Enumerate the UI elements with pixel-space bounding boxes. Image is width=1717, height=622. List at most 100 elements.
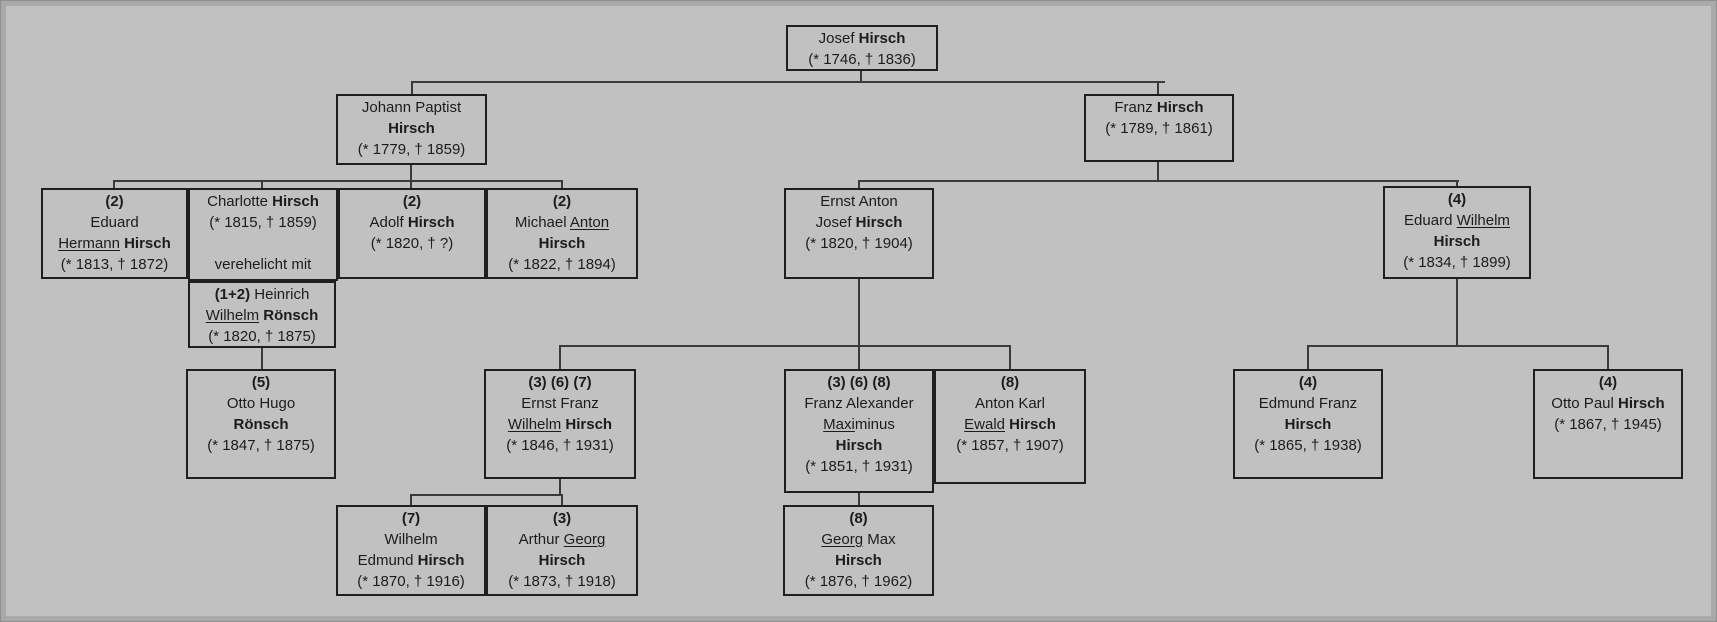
person-text-line: (* 1813, † 1872) xyxy=(60,256,169,273)
person-text-line: Hirsch xyxy=(835,437,883,454)
person-text-line xyxy=(190,233,336,254)
person-text-line: Edmund Hirsch xyxy=(357,552,465,569)
connector-drop-arthur-georg xyxy=(561,494,563,505)
person-text-line: (* 1857, † 1907) xyxy=(956,437,1064,454)
person-text-line: (5) xyxy=(251,374,271,391)
connector-eduard-wilhelm-stem xyxy=(1456,279,1458,345)
person-text-line: (1+2) Heinrich xyxy=(214,286,310,303)
person-text-line: Maximinus xyxy=(823,416,895,433)
person-text-line: (* 1820, † 1904) xyxy=(805,235,913,252)
connector-efw-children-bar xyxy=(410,494,563,496)
person-text-line: (* 1789, † 1861) xyxy=(1105,120,1213,137)
connector-drop-adolf xyxy=(410,180,412,188)
connector-drop-anton-karl xyxy=(1009,345,1011,369)
person-text-line: (* 1846, † 1931) xyxy=(506,437,614,454)
person-text-line: Eduard xyxy=(90,214,139,231)
person-text-line: Edmund Franz xyxy=(1258,395,1358,412)
person-text-line: Ewald Hirsch xyxy=(964,416,1056,433)
person-text-line: Ernst Anton xyxy=(820,193,898,210)
person-text-line: (* 1834, † 1899) xyxy=(1403,254,1511,271)
person-text-line: Hirsch xyxy=(388,120,435,137)
connector-josef-stem xyxy=(860,71,862,81)
connector-drop-edmund-franz xyxy=(1307,345,1309,369)
person-text-line: Johann Paptist xyxy=(361,99,462,116)
connector-drop-wilhelm-edmund xyxy=(410,494,412,505)
person-text-line: Otto Paul Hirsch xyxy=(1551,395,1665,412)
person-box-adolf-hirsch: (2) Adolf Hirsch (* 1820, † ?) xyxy=(338,188,486,279)
person-text-line: (* 1851, † 1931) xyxy=(805,458,913,475)
person-text-line: Hirsch xyxy=(538,552,586,569)
person-text-line: (* 1820, † 1875) xyxy=(208,328,316,345)
person-text-line: (* 1779, † 1859) xyxy=(357,141,466,158)
person-text-line: (* 1870, † 1916) xyxy=(357,573,465,590)
person-text-line: (* 1746, † 1836) xyxy=(808,51,916,68)
person-text-line: Georg Max xyxy=(821,531,896,548)
person-text-line: (3) xyxy=(552,510,572,527)
person-box-franz-hirsch: Franz Hirsch (* 1789, † 1861) xyxy=(1084,94,1234,162)
person-text-line: (2) xyxy=(552,193,572,210)
person-text-line: Arthur Georg xyxy=(518,531,606,548)
connector-drop-franz-alexander xyxy=(858,345,860,369)
person-box-charlotte-hirsch: Charlotte Hirsch (* 1815, † 1859) verehel… xyxy=(188,188,338,281)
person-text-line: (* 1847, † 1875) xyxy=(207,437,315,454)
person-text-line: Wilhelm Rönsch xyxy=(205,307,319,324)
connector-eduard-wilhelm-children-bar xyxy=(1307,345,1609,347)
person-text-line: (3) (6) (7) xyxy=(528,374,592,391)
connector-drop-michael-anton xyxy=(561,180,563,188)
person-text-line: Franz Hirsch xyxy=(1114,99,1204,116)
person-text-line: (* 1865, † 1938) xyxy=(1254,437,1362,454)
person-text-line: Wilhelm xyxy=(384,531,438,548)
person-text-line: (7) xyxy=(401,510,421,527)
connector-franz-children-bar xyxy=(858,180,1459,182)
person-text-line: (* 1873, † 1918) xyxy=(508,573,616,590)
person-text-line: Hirsch xyxy=(538,235,586,252)
person-text-line: Hirsch xyxy=(1284,416,1332,433)
person-text-line: (8) xyxy=(849,510,868,527)
connector-drop-charlotte xyxy=(261,180,263,188)
person-text-line: Rönsch xyxy=(233,416,289,433)
connector-drop-georg-max xyxy=(858,493,860,505)
person-text-line: Adolf Hirsch xyxy=(369,214,455,231)
person-text-line: (2) xyxy=(402,193,422,210)
person-text-line: (4) xyxy=(1298,374,1318,391)
person-text-line: Eduard Wilhelm xyxy=(1404,212,1510,229)
connector-ernst-anton-stem xyxy=(858,279,860,345)
person-text-line: Wilhelm Hirsch xyxy=(507,416,613,433)
person-text-line: Michael Anton xyxy=(514,214,610,231)
person-text-line: Otto Hugo xyxy=(226,395,296,412)
person-text-line: Anton Karl xyxy=(974,395,1046,412)
connector-drop-otto-paul xyxy=(1607,345,1609,369)
connector-johann-stem xyxy=(410,165,412,180)
connector-drop-franz xyxy=(1157,81,1159,95)
connector-drop-johann xyxy=(411,81,413,94)
connector-roensch-child xyxy=(261,348,263,369)
person-text-line: (* 1876, † 1962) xyxy=(804,573,913,590)
person-text-line: verehelicht mit xyxy=(214,256,312,273)
person-text-line: (* 1820, † ?) xyxy=(370,235,454,252)
person-text-line: Hermann Hirsch xyxy=(58,235,171,252)
person-text-line: (3) (6) (8) xyxy=(827,374,891,391)
person-text-line: (* 1815, † 1859) xyxy=(209,214,317,231)
connector-drop-eduard-wilhelm xyxy=(1456,180,1458,186)
connector-drop-eduard-hermann xyxy=(113,180,115,188)
person-box-otto-paul-hirsch: (4)Otto Paul Hirsch(* 1867, † 1945) xyxy=(1533,369,1683,479)
person-text-line: (* 1822, † 1894) xyxy=(508,256,616,273)
person-box-josef-hirsch: Josef Hirsch (* 1746, † 1836) xyxy=(786,25,938,71)
person-text-line: (2) xyxy=(105,193,124,210)
person-text-line: (4) xyxy=(1447,191,1467,208)
person-text-line: Hirsch xyxy=(835,552,882,569)
person-text-line: Josef Hirsch xyxy=(818,30,906,47)
person-text-line: Franz Alexander xyxy=(804,395,914,412)
person-text-line: Charlotte Hirsch xyxy=(207,193,319,210)
connector-ernst-anton-children-bar xyxy=(559,345,1011,347)
